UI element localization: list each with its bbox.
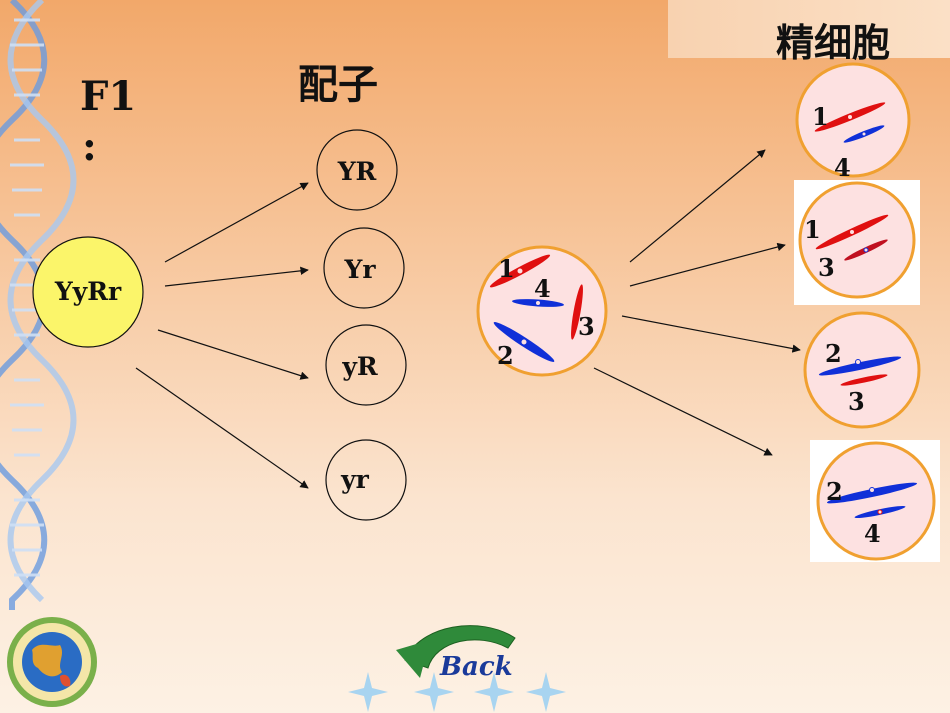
- sperm-number: 4: [864, 519, 881, 548]
- sperm-heading: 精细胞: [776, 21, 890, 65]
- back-label: Back: [439, 652, 513, 682]
- sperm-number: 3: [818, 253, 835, 282]
- back-button[interactable]: Back: [396, 626, 515, 682]
- chromosome-number: 2: [497, 341, 514, 370]
- chromosome-number: 3: [578, 312, 595, 341]
- sperm-arrows: [594, 150, 800, 455]
- gametes-heading: 配子: [298, 62, 378, 108]
- sperm-number: 1: [804, 215, 821, 244]
- gamete-arrows: [136, 183, 308, 488]
- gamete-label: yr: [340, 465, 370, 494]
- sperm-number: 4: [834, 153, 851, 182]
- chromosome-number: 4: [534, 274, 551, 303]
- f1-colon: :: [82, 123, 97, 170]
- parent-genotype: YyRr: [54, 277, 122, 306]
- gamete-label: yR: [341, 352, 378, 381]
- chromosome-number: 1: [498, 254, 515, 283]
- sperm-number: 2: [825, 339, 842, 368]
- gamete-circles: [317, 130, 406, 520]
- f1-label: F1: [80, 73, 136, 120]
- sperm-number: 1: [812, 102, 829, 131]
- sperm-number: 3: [848, 387, 865, 416]
- gamete-label: Yr: [343, 255, 376, 284]
- sperm-number: 2: [826, 477, 843, 506]
- globe-emblem-icon: [10, 620, 94, 704]
- gamete-label: YR: [337, 157, 377, 186]
